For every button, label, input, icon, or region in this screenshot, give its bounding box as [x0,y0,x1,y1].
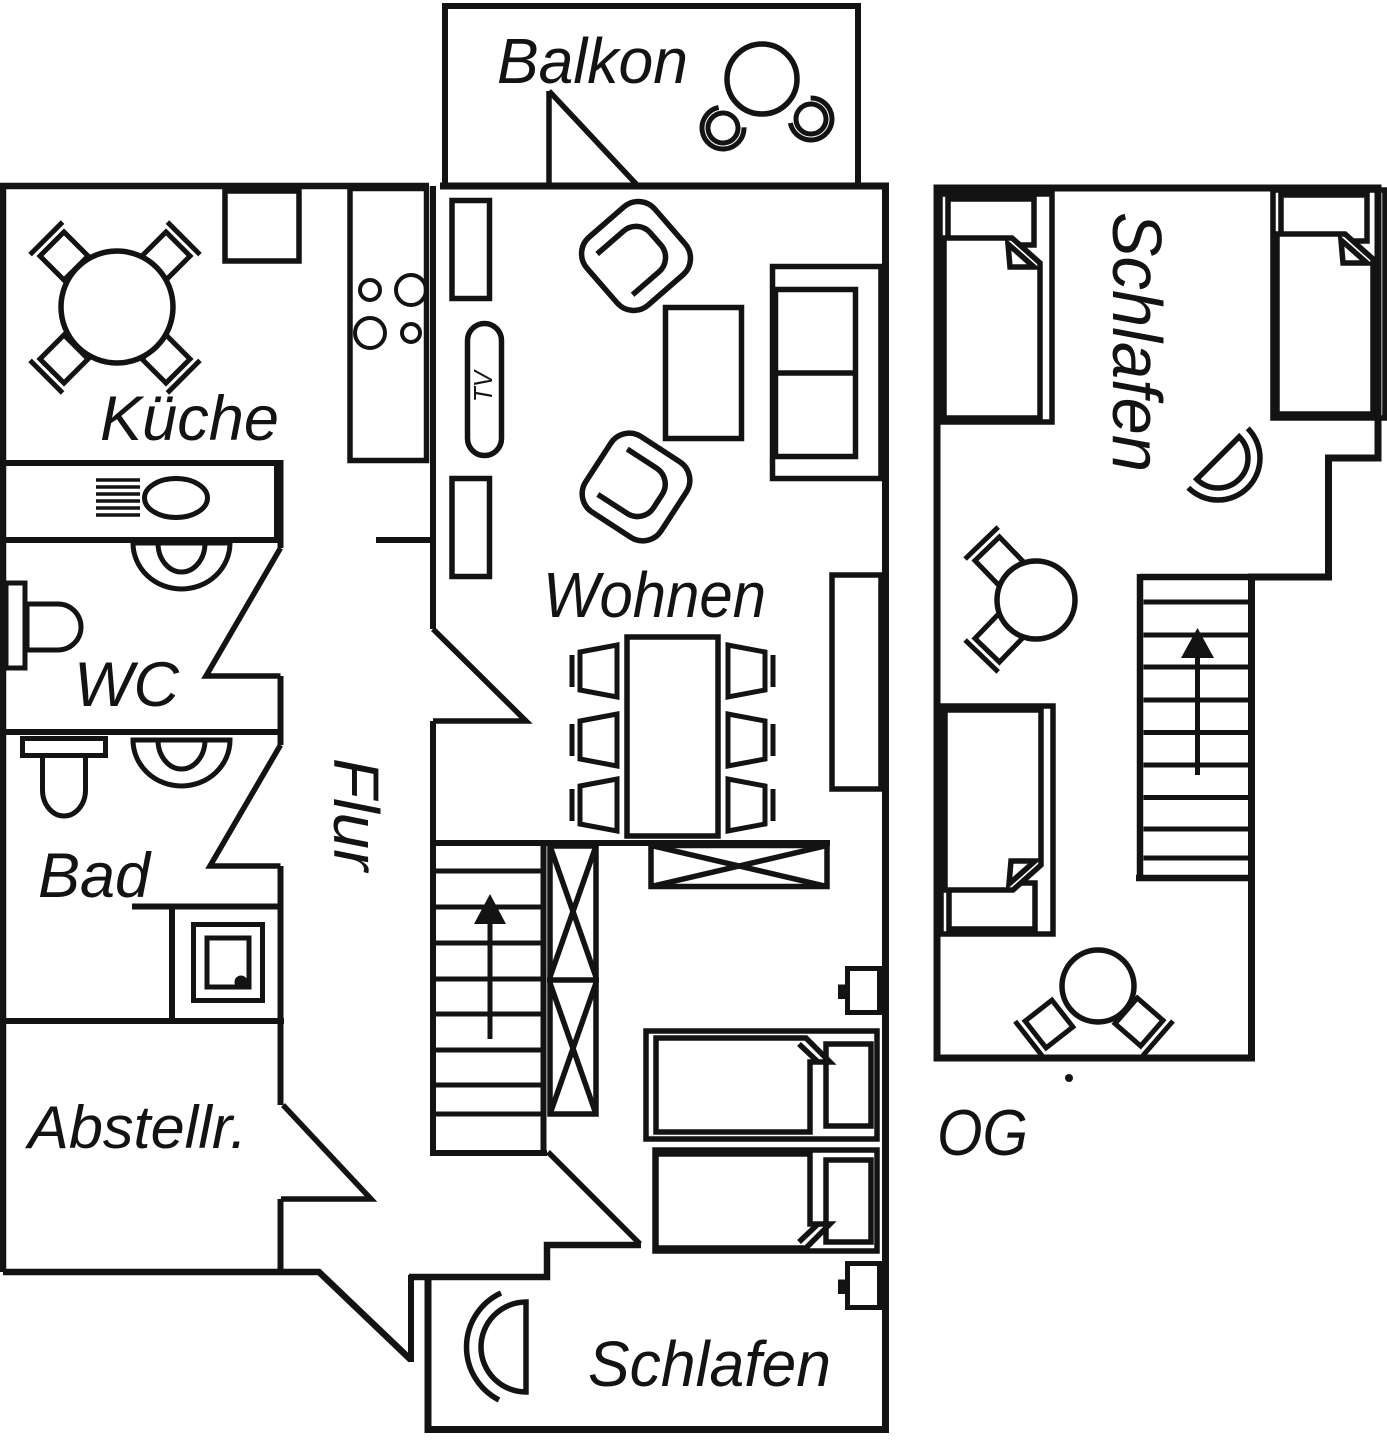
svg-text:WC: WC [74,650,179,720]
svg-text:OG: OG [937,1096,1028,1169]
svg-text:Abstellr.: Abstellr. [25,1094,247,1161]
svg-text:Schlafen: Schlafen [588,1328,831,1400]
svg-text:Wohnen: Wohnen [543,559,766,631]
svg-text:Balkon: Balkon [497,25,688,97]
svg-text:Bad: Bad [38,841,152,911]
svg-text:Schlafen: Schlafen [1098,212,1176,472]
svg-text:TV: TV [468,369,498,402]
svg-text:Flur: Flur [320,758,392,874]
svg-text:Küche: Küche [100,384,279,454]
